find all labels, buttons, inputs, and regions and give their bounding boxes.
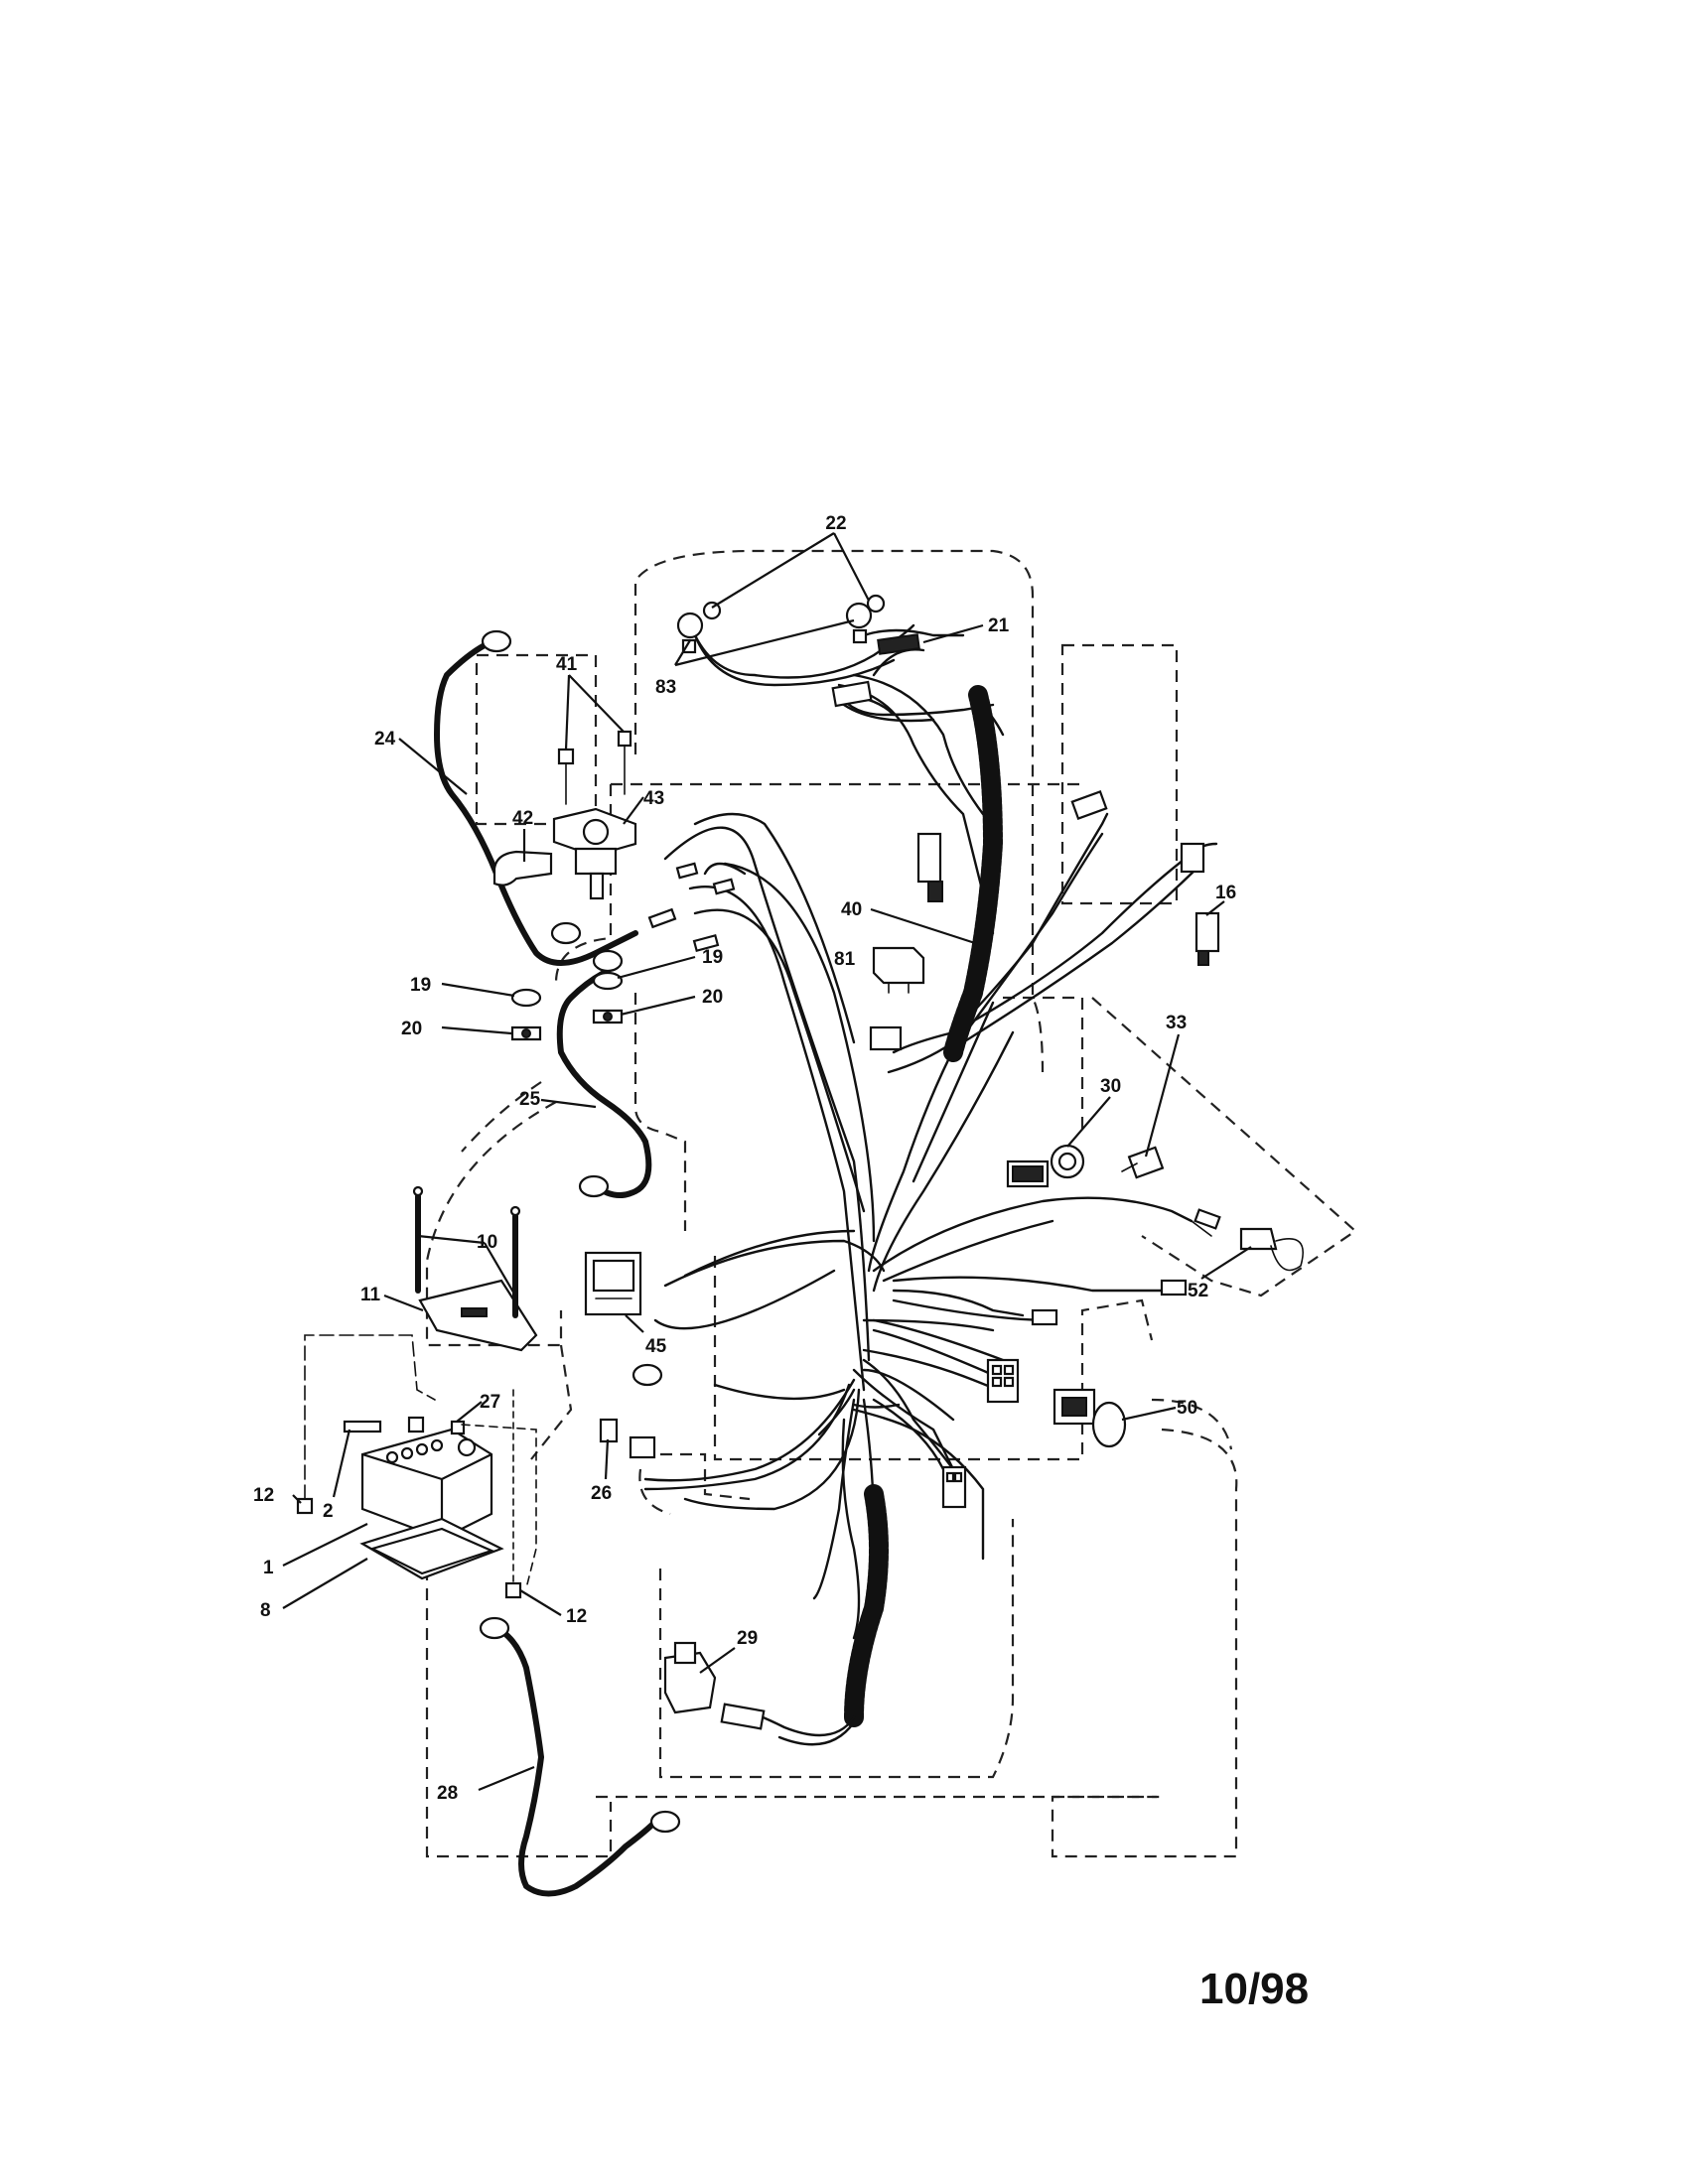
callout-24: 24 bbox=[374, 729, 396, 750]
callout-33: 33 bbox=[1166, 1013, 1187, 1033]
switch-33 bbox=[1121, 1146, 1165, 1179]
ring-terminals bbox=[479, 629, 681, 1834]
callout-41: 41 bbox=[556, 654, 578, 675]
hardware-left bbox=[510, 988, 542, 1041]
callout-83: 83 bbox=[655, 677, 676, 698]
headlight-wires bbox=[693, 623, 1005, 737]
callout-25: 25 bbox=[519, 1089, 541, 1110]
callout-1: 1 bbox=[263, 1558, 274, 1578]
callout-45: 45 bbox=[645, 1336, 667, 1357]
callout-52: 52 bbox=[1188, 1281, 1208, 1301]
callout-16: 16 bbox=[1215, 883, 1236, 903]
six-pin-connector bbox=[986, 1358, 1020, 1404]
connector-16 bbox=[1180, 842, 1220, 966]
callout-43: 43 bbox=[643, 788, 664, 809]
ignition-switch bbox=[1006, 1144, 1085, 1188]
battery bbox=[360, 1428, 493, 1541]
upper-right-branch bbox=[832, 673, 1218, 1074]
battery-hold-down bbox=[412, 1185, 538, 1352]
callout-21: 21 bbox=[988, 615, 1010, 636]
clutch-connector-right bbox=[1070, 790, 1108, 820]
light-switch-50 bbox=[1052, 1388, 1127, 1448]
callout-20-left: 20 bbox=[401, 1019, 422, 1039]
date-code: 10/98 bbox=[1199, 1965, 1309, 2013]
callout-19-left: 19 bbox=[410, 975, 431, 996]
callout-26: 26 bbox=[591, 1483, 612, 1504]
seat-switch-29 bbox=[663, 1641, 766, 1730]
fuse-52 bbox=[1239, 1227, 1304, 1272]
callout-leaders bbox=[282, 532, 1252, 1792]
callout-12-right: 12 bbox=[566, 1606, 587, 1627]
harness-loom-lower bbox=[844, 1484, 889, 1727]
hardware-right bbox=[592, 971, 624, 1024]
spade-connectors-top bbox=[647, 862, 736, 953]
terminal-boot bbox=[492, 850, 553, 887]
callout-8: 8 bbox=[260, 1600, 271, 1621]
starter-solenoid bbox=[552, 807, 637, 900]
connector-26 bbox=[599, 1418, 656, 1459]
cable-24 bbox=[433, 642, 638, 966]
connector-21 bbox=[831, 633, 920, 708]
callout-30: 30 bbox=[1100, 1076, 1121, 1097]
callout-20-right: 20 bbox=[702, 987, 723, 1008]
callout-19-right: 19 bbox=[702, 947, 723, 968]
battery-tray bbox=[359, 1517, 504, 1580]
callout-28: 28 bbox=[437, 1783, 458, 1804]
connector-lower-right bbox=[941, 1465, 967, 1509]
cable-25 bbox=[556, 970, 652, 1198]
harness-loom-40 bbox=[943, 685, 1004, 1062]
callout-29: 29 bbox=[737, 1628, 758, 1649]
relay-81 bbox=[872, 946, 925, 994]
callout-27: 27 bbox=[480, 1392, 500, 1413]
callout-40: 40 bbox=[841, 899, 862, 920]
callout-50: 50 bbox=[1177, 1398, 1197, 1419]
headlight-socket-right bbox=[845, 594, 886, 644]
connectors-right-mid bbox=[1031, 1208, 1221, 1326]
hour-meter-45 bbox=[584, 1251, 642, 1316]
wire-harness bbox=[643, 812, 1212, 1640]
callout-81: 81 bbox=[834, 949, 856, 970]
tractor-outline bbox=[425, 549, 1357, 1858]
callout-11: 11 bbox=[360, 1285, 381, 1305]
callout-labels: 22 21 83 41 24 43 42 40 16 81 19 19 20 2… bbox=[253, 513, 1236, 1804]
callout-12-left: 12 bbox=[253, 1485, 274, 1506]
callout-22: 22 bbox=[825, 513, 846, 534]
callout-42: 42 bbox=[512, 808, 533, 829]
cable-28 bbox=[493, 1625, 658, 1897]
callout-2: 2 bbox=[323, 1501, 334, 1522]
callout-10: 10 bbox=[477, 1232, 497, 1253]
pto-connector bbox=[916, 832, 943, 902]
headlight-socket-left bbox=[676, 601, 722, 654]
loom-connector bbox=[869, 1025, 903, 1051]
